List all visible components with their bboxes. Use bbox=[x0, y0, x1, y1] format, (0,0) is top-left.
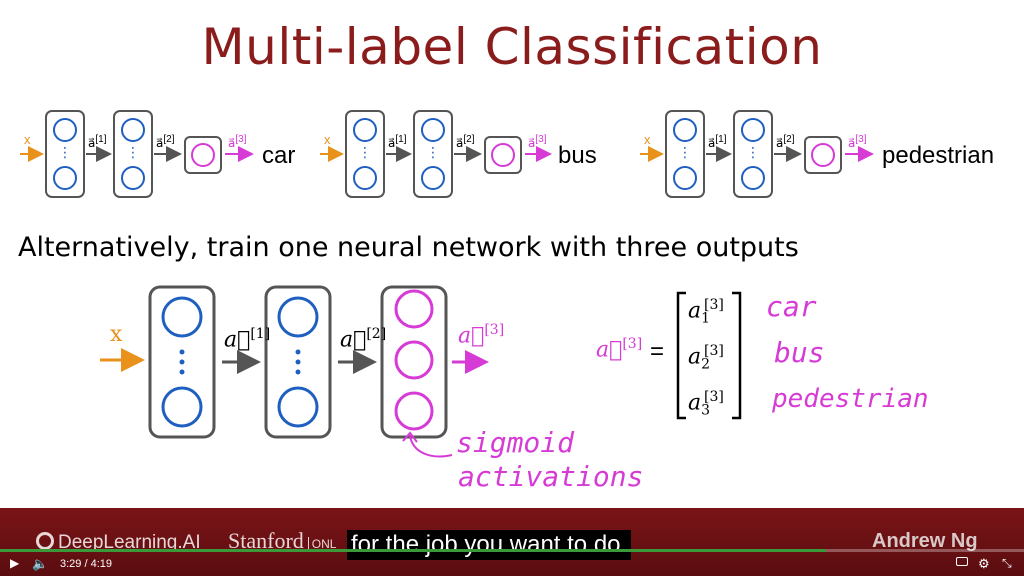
vector-bracket bbox=[676, 291, 742, 420]
big-net-a2: a⃗[2] bbox=[340, 326, 387, 353]
vector-lhs: a⃗[3] bbox=[596, 336, 643, 363]
vector-entry-3: a3[3] bbox=[688, 389, 724, 419]
small-net-1-a1: a⃗[1] bbox=[88, 134, 107, 150]
svg-text:⋮: ⋮ bbox=[126, 145, 140, 161]
equals-sign: = bbox=[650, 338, 665, 365]
big-net-a1: a⃗[1] bbox=[224, 326, 271, 353]
settings-gear-icon[interactable]: ⚙ bbox=[978, 556, 990, 571]
svg-text:⋮: ⋮ bbox=[58, 145, 72, 161]
alternative-text: Alternatively, train one neural network … bbox=[18, 232, 799, 263]
small-net-1-a3: a⃗[3] bbox=[228, 134, 247, 150]
small-net-2-a2: a⃗[2] bbox=[456, 134, 475, 150]
note-arrow bbox=[409, 434, 453, 458]
annotation-bus: bus bbox=[774, 336, 825, 369]
small-net-3-a2: a⃗[2] bbox=[776, 134, 795, 150]
note-activations: activations bbox=[458, 460, 644, 493]
small-net-1-a2: a⃗[2] bbox=[156, 134, 175, 150]
small-net-2-a1: a⃗[1] bbox=[388, 134, 407, 150]
svg-text:⋮: ⋮ bbox=[746, 145, 760, 161]
small-net-1-output: car bbox=[262, 142, 296, 169]
big-net-input: x bbox=[110, 322, 123, 347]
vector-entry-1: a1[3] bbox=[688, 297, 724, 327]
slide: Multi-label Classification ⋮ ⋮ bbox=[18, 18, 995, 493]
big-net-a3: a⃗[3] bbox=[458, 322, 505, 349]
svg-text:⋮: ⋮ bbox=[426, 145, 440, 161]
small-net-2-output: bus bbox=[558, 142, 597, 169]
small-net-3-input: x bbox=[644, 132, 651, 147]
diagram: ⋮ ⋮ ⋮ ⋮ bbox=[20, 110, 874, 458]
small-network-car: ⋮ ⋮ bbox=[20, 110, 254, 198]
svg-text:⋮: ⋮ bbox=[358, 145, 372, 161]
small-net-3-a3: a⃗[3] bbox=[848, 134, 867, 150]
progress-fill bbox=[0, 549, 827, 552]
big-network bbox=[100, 285, 489, 439]
small-net-2-input: x bbox=[324, 132, 331, 147]
play-icon[interactable]: ▶ bbox=[10, 556, 20, 570]
small-net-2-a3: a⃗[3] bbox=[528, 134, 547, 150]
small-network-bus: ⋮ ⋮ bbox=[320, 110, 552, 198]
slide-title: Multi-label Classification bbox=[201, 18, 823, 76]
small-net-3-a1: a⃗[1] bbox=[708, 134, 727, 150]
time-display: 3:29 / 4:19 bbox=[60, 558, 113, 570]
deeplearning-icon bbox=[36, 532, 54, 550]
subtitle-caption: for the job you want to do. bbox=[347, 530, 632, 560]
player-controls: ▶ 🔈 3:29 / 4:19 ⚙ ⤡ bbox=[0, 552, 1024, 576]
instructor-name: Andrew Ng bbox=[872, 530, 978, 552]
subtitles-icon[interactable] bbox=[956, 557, 968, 566]
annotation-pedestrian: pedestrian bbox=[772, 384, 929, 414]
exit-fullscreen-icon[interactable]: ⤡ bbox=[1002, 556, 1012, 570]
svg-text:⋮: ⋮ bbox=[678, 145, 692, 161]
vector-entry-2: a2[3] bbox=[688, 343, 724, 373]
small-net-3-output: pedestrian bbox=[882, 142, 995, 169]
small-net-1-input: x bbox=[24, 132, 31, 147]
progress-bar[interactable] bbox=[0, 549, 1024, 552]
small-network-pedestrian: ⋮ ⋮ bbox=[640, 110, 874, 198]
deeplearning-logo: DeepLearning.AI bbox=[36, 532, 201, 554]
volume-icon[interactable]: 🔈 bbox=[32, 556, 49, 571]
note-sigmoid: sigmoid bbox=[456, 426, 575, 459]
annotation-car: car bbox=[766, 290, 817, 323]
